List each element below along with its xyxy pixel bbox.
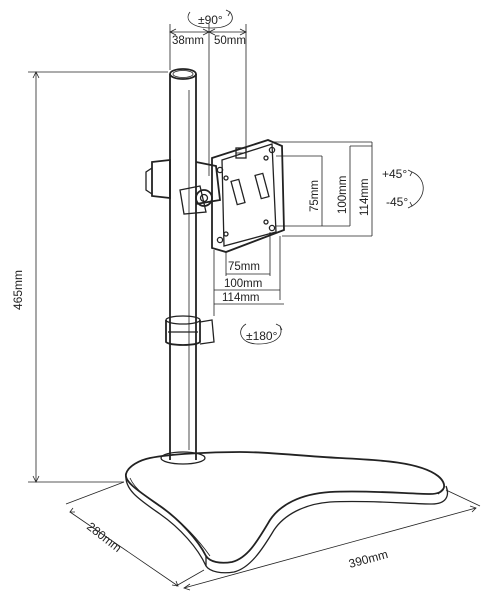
dimension-lines — [28, 9, 481, 591]
vesa-plate — [211, 139, 285, 253]
label-swivel: ±180° — [246, 329, 278, 343]
label-vesa-h-114: 114mm — [222, 292, 260, 304]
label-height-total: 465mm — [11, 270, 25, 310]
label-offset-right: 50mm — [214, 35, 246, 47]
label-base-width: 390mm — [347, 547, 389, 571]
label-vesa-h-100: 100mm — [224, 278, 262, 290]
dimension-labels: ±90° 38mm 50mm 465mm 75mm 100mm 114mm 75… — [11, 13, 408, 571]
label-vesa-v-100: 100mm — [337, 176, 349, 214]
label-tilt-up: +45° — [382, 167, 407, 181]
label-vesa-v-114: 114mm — [359, 179, 371, 217]
label-offset-left: 38mm — [172, 35, 204, 47]
label-vesa-h-75: 75mm — [228, 261, 260, 273]
cable-clamp — [165, 315, 215, 346]
label-vesa-v-75: 75mm — [309, 180, 321, 212]
label-base-depth: 280mm — [84, 519, 124, 555]
label-tilt-down: -45° — [386, 195, 408, 209]
stand-pole — [169, 68, 197, 460]
label-rotate-top: ±90° — [198, 13, 223, 27]
stand-base — [125, 451, 449, 574]
